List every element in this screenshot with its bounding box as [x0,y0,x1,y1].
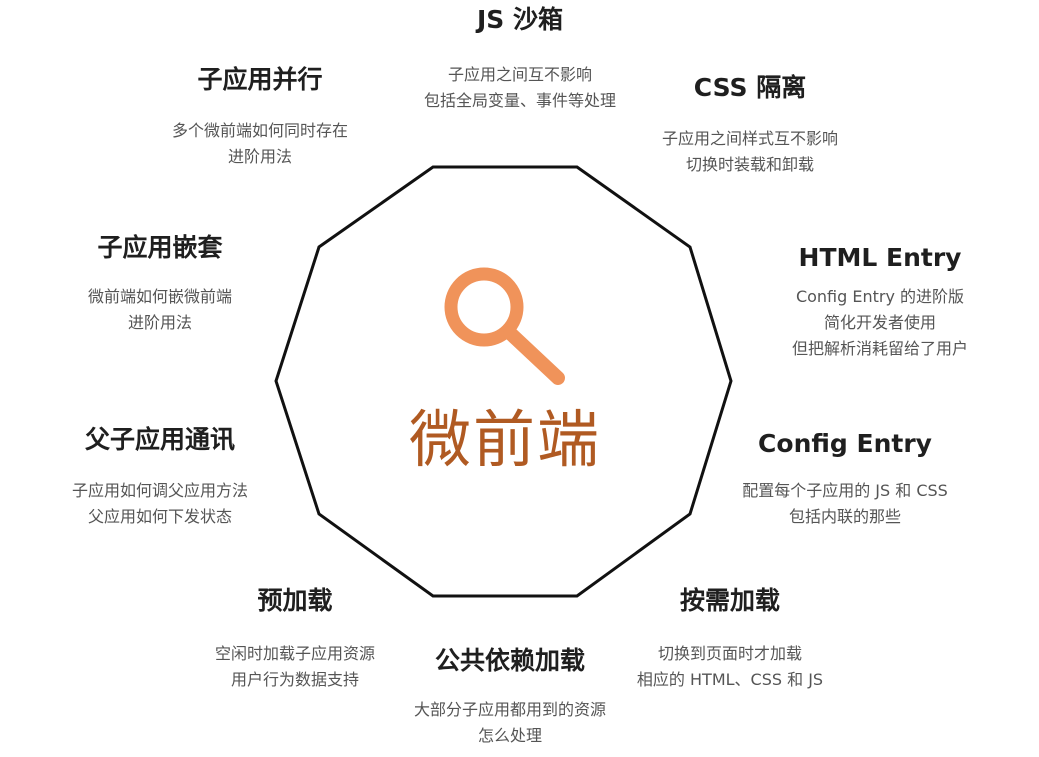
feature-title: JS 沙箱 [476,5,563,34]
feature-title: 预加载 [257,586,333,615]
feature-title: 子应用嵌套 [97,233,223,262]
feature-preload: 预加载 空闲时加载子应用资源 用户行为数据支持 [175,585,415,693]
feature-desc-line: 多个微前端如何同时存在 [171,121,348,140]
feature-desc-line: 微前端如何嵌微前端 [87,287,232,306]
feature-parent-child-comm: 父子应用通讯 子应用如何调父应用方法 父应用如何下发状态 [40,424,280,530]
feature-title: HTML Entry [798,243,962,272]
feature-desc-line: 切换到页面时才加载 [657,644,802,663]
feature-desc: 空闲时加载子应用资源 用户行为数据支持 [175,641,415,693]
feature-desc: 子应用之间样式互不影响 切换时装载和卸载 [620,126,880,178]
magnifier-handle [503,326,565,385]
feature-desc: 微前端如何嵌微前端 进阶用法 [55,284,265,336]
feature-desc-line: 进阶用法 [227,147,292,166]
magnifier-icon [444,267,565,385]
feature-title: 子应用并行 [197,65,323,94]
feature-desc-line: 进阶用法 [127,313,192,332]
feature-desc: 配置每个子应用的 JS 和 CSS 包括内联的那些 [700,478,990,530]
feature-nesting: 子应用嵌套 微前端如何嵌微前端 进阶用法 [55,232,265,336]
feature-desc-line: 包括全局变量、事件等处理 [423,91,616,110]
center-title: 微前端 [408,403,601,476]
feature-shared-deps: 公共依赖加载 大部分子应用都用到的资源 怎么处理 [380,645,640,749]
feature-html-entry: HTML Entry Config Entry 的进阶版 简化开发者使用 但把解… [745,242,1015,362]
feature-desc-line: 简化开发者使用 [823,313,936,332]
feature-desc-line: 空闲时加载子应用资源 [214,644,375,663]
feature-desc-line: 怎么处理 [477,726,542,745]
magnifier-lens [444,267,524,347]
feature-title: 父子应用通讯 [84,425,235,454]
feature-desc-line: 子应用如何调父应用方法 [71,481,248,500]
feature-desc-line: 用户行为数据支持 [230,670,359,689]
feature-desc: Config Entry 的进阶版 简化开发者使用 但把解析消耗留给了用户 [745,284,1015,362]
feature-desc: 子应用之间互不影响 包括全局变量、事件等处理 [370,62,670,114]
feature-desc: 切换到页面时才加载 相应的 HTML、CSS 和 JS [600,641,860,693]
feature-css-isolation: CSS 隔离 子应用之间样式互不影响 切换时装载和卸载 [620,72,880,178]
decagon-shape [274,165,733,598]
feature-config-entry: Config Entry 配置每个子应用的 JS 和 CSS 包括内联的那些 [700,428,990,530]
feature-desc-line: Config Entry 的进阶版 [795,287,965,306]
feature-desc-line: 子应用之间互不影响 [447,65,592,84]
feature-desc-line: 父应用如何下发状态 [87,507,232,526]
feature-desc: 子应用如何调父应用方法 父应用如何下发状态 [40,478,280,530]
feature-desc-line: 包括内联的那些 [788,507,901,526]
feature-desc-line: 子应用之间样式互不影响 [661,129,838,148]
feature-parallel: 子应用并行 多个微前端如何同时存在 进阶用法 [140,64,380,170]
feature-title: Config Entry [758,429,932,458]
feature-desc: 多个微前端如何同时存在 进阶用法 [140,118,380,170]
feature-js-sandbox: JS 沙箱 子应用之间互不影响 包括全局变量、事件等处理 [370,4,670,114]
feature-on-demand-load: 按需加载 切换到页面时才加载 相应的 HTML、CSS 和 JS [600,585,860,693]
feature-title: 公共依赖加载 [434,646,585,675]
feature-desc-line: 但把解析消耗留给了用户 [791,339,968,358]
feature-title: 按需加载 [679,586,780,615]
feature-desc-line: 配置每个子应用的 JS 和 CSS [742,481,948,500]
feature-desc-line: 切换时装载和卸载 [685,155,814,174]
feature-desc-line: 大部分子应用都用到的资源 [413,700,606,719]
feature-desc: 大部分子应用都用到的资源 怎么处理 [380,697,640,749]
feature-desc-line: 相应的 HTML、CSS 和 JS [636,670,824,689]
feature-title: CSS 隔离 [693,73,807,102]
